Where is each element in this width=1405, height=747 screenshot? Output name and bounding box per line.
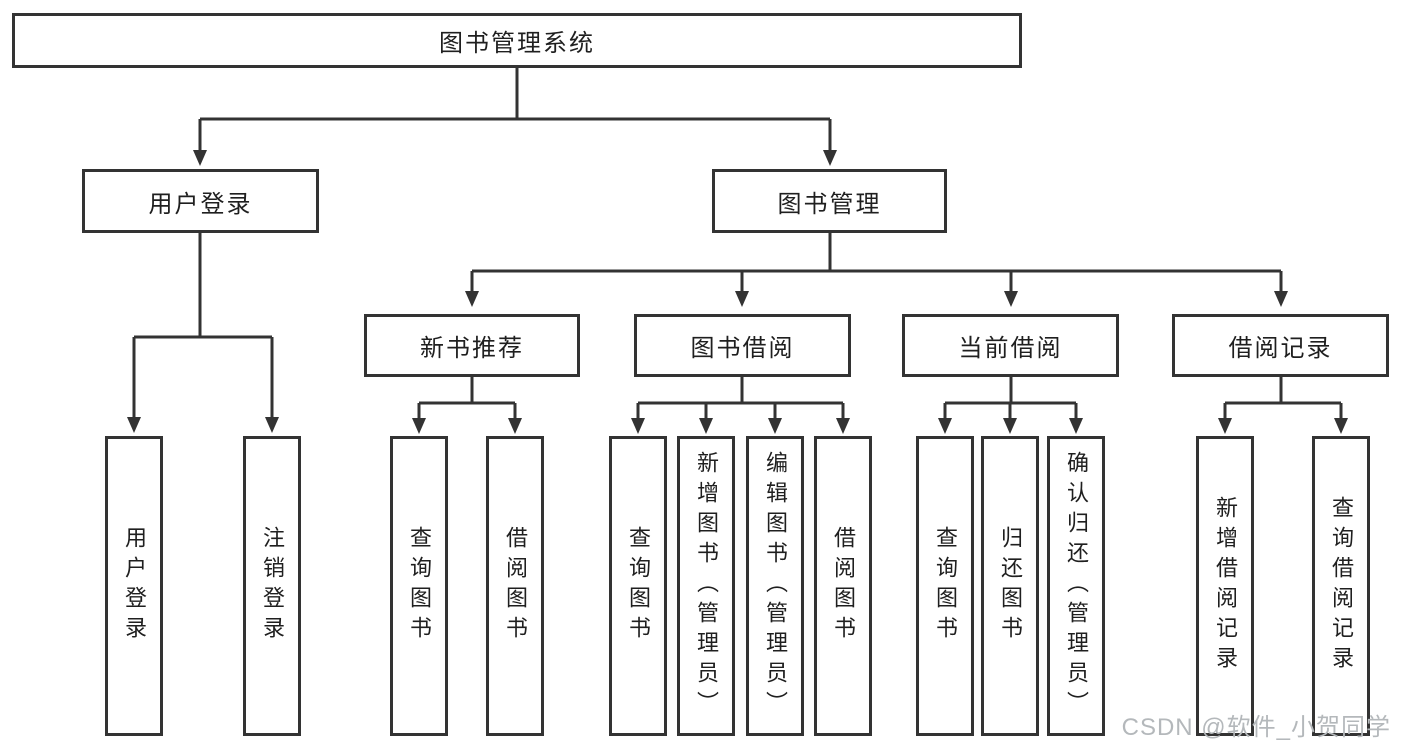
node-label: 借阅记录 [1228, 335, 1333, 362]
node-label: 图书管理 [777, 190, 882, 218]
node-label: 借阅图书 [503, 526, 528, 646]
node-user-login-leaf: 用户登录 [105, 436, 163, 736]
node-label: 查询图书 [626, 526, 651, 646]
node-edit-book-admin: 编辑图书（管理员） [746, 436, 804, 736]
node-label: 图书管理系统 [439, 30, 595, 57]
node-current-borrowing: 当前借阅 [902, 314, 1119, 377]
node-add-borrow-record: 新增借阅记录 [1196, 436, 1254, 736]
node-borrowing-records: 借阅记录 [1172, 314, 1389, 377]
node-label: 新增图书（管理员） [694, 451, 719, 721]
node-add-book-admin: 新增图书（管理员） [677, 436, 735, 736]
node-label: 用户登录 [122, 526, 147, 646]
node-label: 编辑图书（管理员） [763, 451, 788, 721]
node-library-management-system: 图书管理系统 [12, 13, 1022, 68]
node-label: 新书推荐 [420, 335, 524, 362]
node-label: 查询图书 [407, 526, 432, 646]
node-query-books-recommend: 查询图书 [390, 436, 448, 736]
node-return-book: 归还图书 [981, 436, 1039, 736]
node-label: 图书借阅 [690, 335, 795, 362]
node-borrow-books-leaf: 借阅图书 [814, 436, 872, 736]
node-confirm-return-admin: 确认归还（管理员） [1047, 436, 1105, 736]
node-borrow-books-recommend: 借阅图书 [486, 436, 544, 736]
node-label: 确认归还（管理员） [1064, 451, 1089, 721]
node-label: 借阅图书 [831, 526, 856, 646]
node-label: 当前借阅 [958, 335, 1063, 362]
node-label: 新增借阅记录 [1213, 496, 1238, 676]
node-logout: 注销登录 [243, 436, 301, 736]
node-label: 归还图书 [998, 526, 1023, 646]
watermark: CSDN @软件_小贺同学 [1121, 714, 1391, 741]
node-label: 查询借阅记录 [1329, 496, 1354, 676]
node-query-books-borrow: 查询图书 [609, 436, 667, 736]
node-label: 用户登录 [148, 190, 253, 218]
node-label: 查询图书 [933, 526, 958, 646]
node-label: 注销登录 [260, 526, 285, 646]
node-query-books-current: 查询图书 [916, 436, 974, 736]
node-book-management: 图书管理 [712, 169, 947, 233]
node-new-book-recommendation: 新书推荐 [364, 314, 580, 377]
node-query-borrow-record: 查询借阅记录 [1312, 436, 1370, 736]
node-user-login: 用户登录 [82, 169, 319, 233]
node-book-borrowing: 图书借阅 [634, 314, 851, 377]
